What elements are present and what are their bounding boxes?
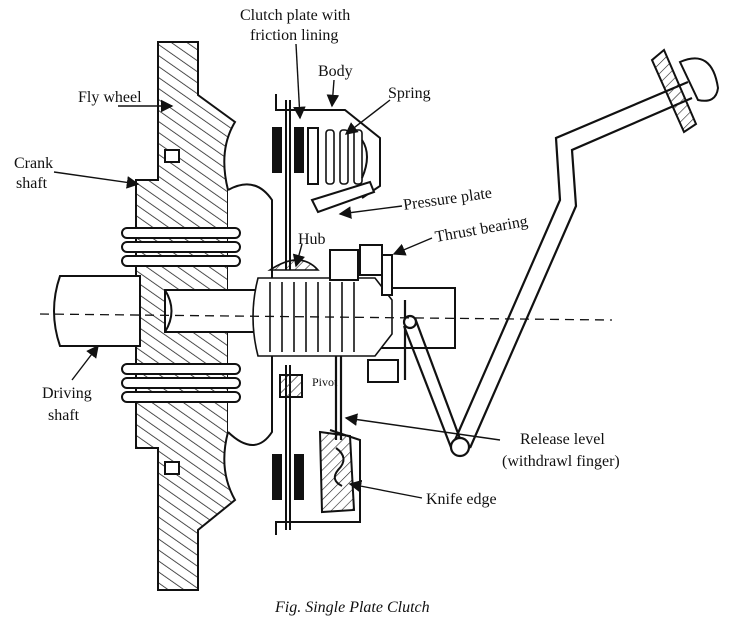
- label-driving-line1: Driving: [42, 385, 92, 402]
- label-spring: Spring: [388, 85, 431, 102]
- clutch-plate: [272, 100, 304, 530]
- crank-bolts: [121, 227, 241, 403]
- label-hub: Hub: [298, 231, 326, 248]
- pressure-plate: [307, 127, 376, 214]
- springs: [325, 129, 363, 185]
- pedal: [650, 48, 720, 134]
- label-clutch-plate-line1: Clutch plate with: [240, 7, 350, 24]
- label-thrust-bearing: Thrust bearing: [434, 213, 529, 246]
- label-release-line1: Release level: [520, 431, 605, 448]
- figure-caption: Fig. Single Plate Clutch: [274, 599, 430, 616]
- thrust-bearing: [329, 244, 399, 383]
- label-pressure-plate: Pressure plate: [402, 185, 493, 214]
- knife-edge-assembly: [318, 430, 356, 514]
- label-crank-line1: Crank: [14, 155, 53, 172]
- label-driving-line2: shaft: [48, 407, 80, 424]
- label-fly-wheel: Fly wheel: [78, 89, 142, 106]
- centre-line: [39, 313, 613, 321]
- label-knife-edge: Knife edge: [426, 491, 497, 508]
- label-clutch-plate-line2: friction lining: [250, 27, 338, 44]
- label-crank-line2: shaft: [16, 175, 48, 192]
- label-body: Body: [318, 63, 353, 80]
- label-release-line2: (withdrawl finger): [502, 453, 620, 470]
- leader-lines: [53, 43, 501, 499]
- label-pivot: Pivot: [312, 375, 338, 389]
- release-linkage: [334, 80, 693, 458]
